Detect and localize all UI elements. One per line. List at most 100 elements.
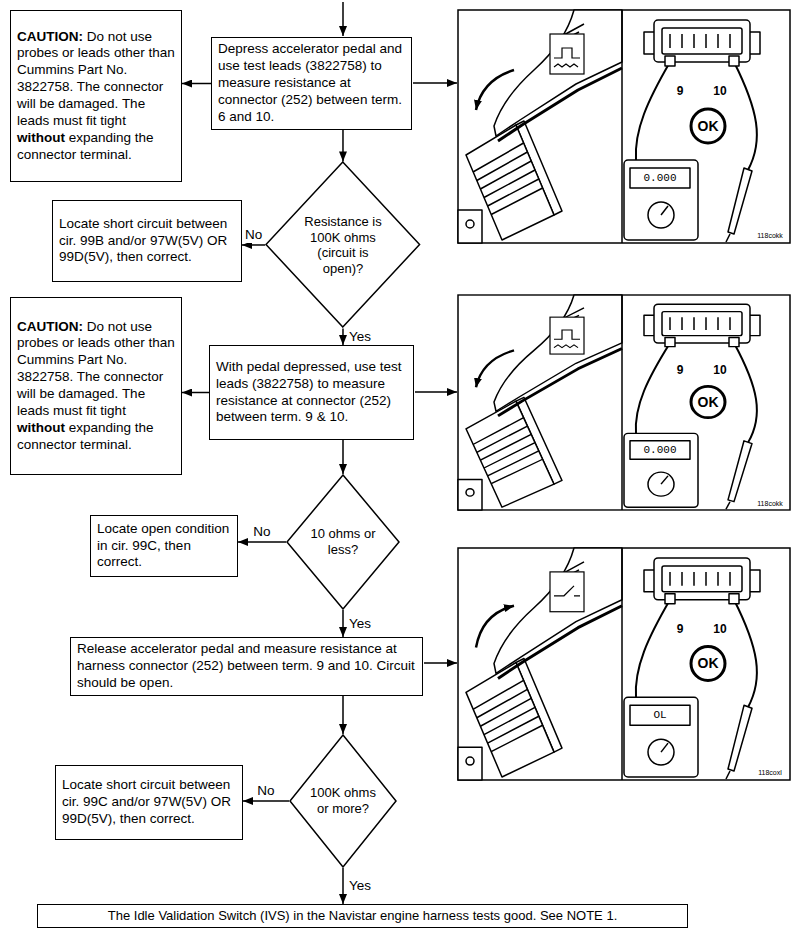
word: (circuit [317,245,355,260]
word: Locate [59,216,100,231]
word: must [53,113,82,128]
box-text: CAUTION: Do not use probes or leads othe… [17,319,175,454]
decision-text: Resistance is 100K ohms (circuit is open… [298,214,388,276]
word: 10. [256,109,275,124]
word: tight [100,403,126,418]
word: or [364,526,376,541]
word: 6 [218,109,226,124]
word: use [218,58,240,73]
word: 99D(5V), [59,249,113,264]
word: correct. [147,249,192,264]
branch-label: No [256,783,275,799]
word: (3822758) [305,58,367,73]
diamond-outline [290,735,396,867]
word: tests [473,908,500,923]
word: Release [77,641,127,656]
word: connector [104,79,163,94]
word: 99B [80,233,104,248]
decision-diamond: 100K ohms or more? [289,734,397,868]
word: ohms [344,229,376,244]
word: CAUTION: [17,29,83,44]
word: OR [207,233,227,248]
word: not [108,319,127,334]
word: open)? [323,261,363,276]
word: Cummins [17,352,74,367]
word: other [114,45,145,60]
word: damaged. [58,386,118,401]
word: cir. [59,233,76,248]
figure-arrow [424,662,457,664]
word: other [114,335,145,350]
word: connector [17,437,76,452]
word: depressed, [284,359,351,374]
word: use [130,29,152,44]
word: or [317,801,329,816]
word: pedal [201,641,234,656]
branch-label: Yes [348,616,372,632]
test-figure [458,10,622,243]
word: test [244,58,266,73]
word: connector [218,92,277,107]
test-figure [476,350,514,387]
caution-box: CAUTION: Do not use probes or leads othe… [10,297,182,475]
decision-text: 100K ohms or more? [303,785,383,816]
box-text: The Idle Validation Switch (IVS) in the … [44,908,681,924]
word: more? [332,801,369,816]
test-figure [458,295,790,510]
word: 3822758. [17,79,73,94]
word: Part [78,62,103,77]
word: less? [328,542,358,557]
word: The [122,386,145,401]
word: terminal. [80,437,132,452]
word: and/or [112,794,150,809]
word: NOTE [567,908,603,923]
test-figure [458,295,622,510]
word: at [340,75,351,90]
test-figure [554,330,580,348]
word: leads [269,58,301,73]
result-box: The Idle Validation Switch (IVS) in the … [37,904,688,928]
test-figure [554,586,580,596]
branch-label: No [244,227,263,243]
word: open [141,521,171,536]
diamond-text-area: Resistance is 100K ohms (circuit is open… [298,214,388,276]
word: and/or [108,233,146,248]
diamond-outline [287,475,399,609]
word: ohms [344,785,376,800]
word: measure [332,376,385,391]
word: Switch [218,908,256,923]
word: pedal [343,41,376,56]
word: ohms [329,526,361,541]
word: between [176,216,227,231]
word: (252) [192,658,224,673]
figure-code: 118coxl [757,769,783,777]
word: terminal. [80,147,132,162]
word: correct. [150,811,195,826]
word: in [97,538,108,553]
word: The [108,908,130,923]
test-figure [624,304,760,509]
word: test [380,359,402,374]
ok-mark: OK [697,118,720,134]
word: condition [175,521,229,536]
box-text: Depress accelerator pedal and use test l… [218,41,405,125]
ok-mark: OK [697,394,720,410]
word: The [77,369,100,384]
process-box: With pedal depressed, use test leads (38… [209,345,414,440]
word: correct. [97,554,142,569]
word: Depress [218,41,268,56]
word: is [359,245,368,260]
word: will [17,96,36,111]
test-figure [550,317,584,354]
word: be [40,96,55,111]
word: (IVS) [260,908,290,923]
word: See [540,908,563,923]
test-figure [554,48,580,67]
word: CAUTION: [17,319,83,334]
word: without [17,420,65,435]
test-figure [550,572,584,612]
test-figure [476,70,514,110]
word: will [17,386,36,401]
word: measure [218,75,271,90]
